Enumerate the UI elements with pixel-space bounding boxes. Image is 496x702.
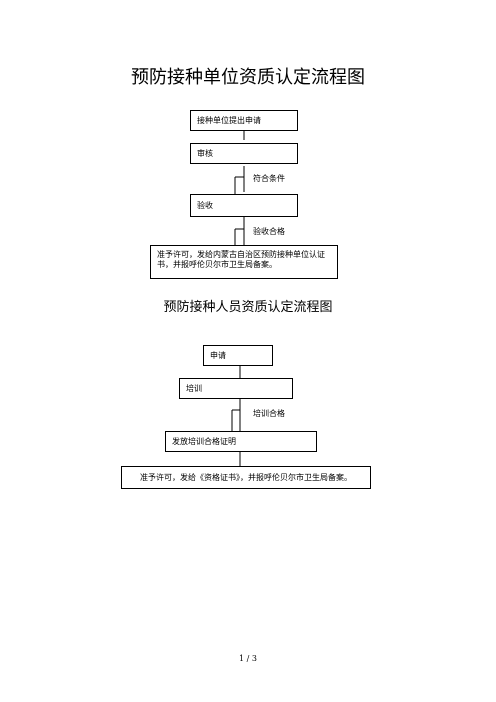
step-training-label: 培训 [186,383,202,393]
step-application-box: 申请 [203,345,273,366]
final-license-text: 准予许可，发给《资格证书》，并报呼伦贝尔市卫生局备案。 [140,472,352,482]
step-acceptance-label: 验收 [197,200,213,210]
final-approval-text: 准予许可，发给内蒙古自治区预防接种单位认证书，并报呼伦贝尔市卫生局备案。 [157,250,325,269]
step-apply-label: 接种单位提出申请 [197,115,261,125]
note-training-passed: 培训合格 [252,409,286,419]
step-training-box: 培训 [179,378,293,399]
flowchart-1-title: 预防接种单位资质认定流程图 [131,67,365,88]
step-application-label: 申请 [210,350,226,360]
step-acceptance-box: 验收 [190,194,298,217]
step-apply-box: 接种单位提出申请 [190,110,298,131]
final-approval-box: 准予许可，发给内蒙古自治区预防接种单位认证书，并报呼伦贝尔市卫生局备案。 [150,245,338,279]
page-number: 1 / 3 [239,654,257,663]
note-qualified: 符合条件 [252,174,286,184]
final-license-box: 准予许可，发给《资格证书》，并报呼伦贝尔市卫生局备案。 [121,466,371,489]
note-acceptance-passed: 验收合格 [252,227,286,237]
step-review-label: 审核 [197,148,213,158]
step-certificate-label: 发放培训合格证明 [172,436,236,446]
step-review-box: 审核 [190,143,298,164]
flowchart-2-title: 预防接种人员资质认定流程图 [163,300,333,315]
step-certificate-box: 发放培训合格证明 [165,431,317,452]
